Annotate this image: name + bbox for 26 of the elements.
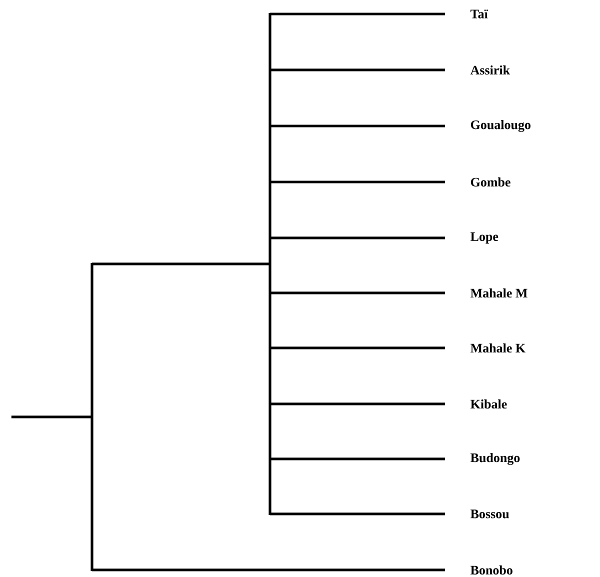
leaf-label: Lope [470,232,498,244]
branch-bar [268,13,272,515]
branch-line [270,512,445,516]
leaf-label: Assirik [470,65,510,75]
branch-bar [90,262,94,571]
branch-line [270,346,445,350]
branch-line [270,236,445,240]
branch-line [270,402,445,406]
branch-line [270,458,445,460]
branch-line [270,292,445,294]
leaf-label: Gombe [470,177,510,187]
branch-line [11,416,92,418]
leaf-label: Mahale M [470,288,528,298]
leaf-label: Budongo [470,453,520,465]
branch-line [92,568,445,572]
branch-line [270,124,445,128]
leaf-label: Mahale K [470,343,526,353]
leaf-label: Taï [470,10,488,18]
branch-line [270,12,445,16]
leaf-label: Bonobo [470,565,512,575]
branch-line [270,68,445,72]
leaf-label: Goualougo [470,120,530,132]
leaf-label: Kibale [470,399,507,409]
branch-line [92,262,270,266]
branch-line [270,180,445,184]
leaf-label: Bossou [470,510,509,518]
